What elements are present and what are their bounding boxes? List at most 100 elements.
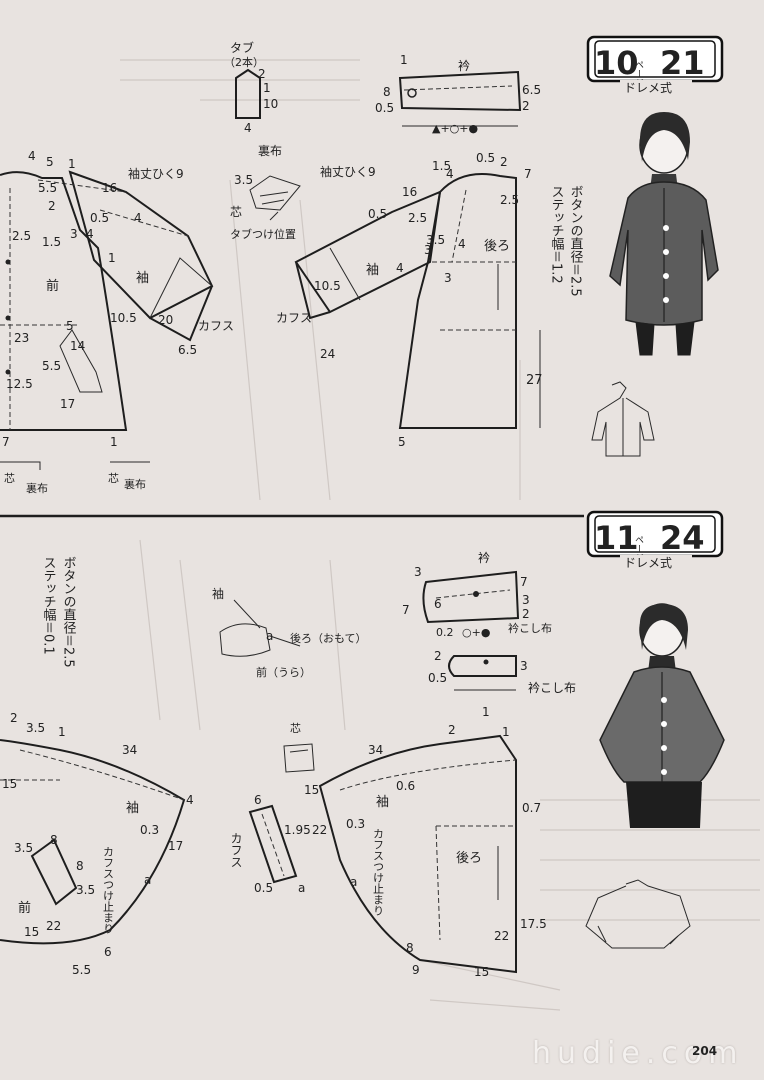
p11-cuff-piece: 6 1.95 0.5 a カフス [229, 793, 311, 895]
svg-text:4: 4 [186, 793, 194, 807]
svg-text:3: 3 [520, 659, 528, 673]
svg-text:6: 6 [104, 945, 112, 959]
svg-text:5: 5 [46, 155, 54, 169]
background-ghost-lines [120, 59, 760, 1011]
svg-text:22: 22 [494, 929, 509, 943]
svg-text:3: 3 [522, 593, 530, 607]
svg-text:4: 4 [458, 237, 466, 251]
page-number: 204 [692, 1044, 718, 1058]
svg-text:0.6: 0.6 [396, 779, 415, 793]
svg-text:6: 6 [254, 793, 262, 807]
svg-text:袖: 袖 [126, 801, 139, 816]
p10-right-back-bodice: 後ろ 1.5 4 0.5 2 7 2.5 2.5 3.5 4 3 3 4 27 … [396, 151, 543, 449]
svg-text:2: 2 [500, 155, 508, 169]
svg-text:2: 2 [522, 607, 530, 621]
svg-text:3.5: 3.5 [76, 883, 95, 897]
svg-text:袖丈ひく9: 袖丈ひく9 [128, 166, 184, 181]
svg-text:1: 1 [108, 251, 116, 265]
watermark: hudie.com [532, 1036, 744, 1071]
svg-text:3: 3 [414, 565, 422, 579]
svg-text:前（うら）: 前（うら） [256, 665, 311, 679]
p10-collar-piece: 衿 1 8 6.5 0.5 2 ▲+○+● [375, 53, 541, 135]
svg-text:3.5: 3.5 [234, 173, 253, 187]
svg-text:袖: 袖 [212, 586, 224, 601]
svg-text:カフス: カフス [198, 319, 234, 333]
svg-text:芯: 芯 [230, 205, 242, 219]
svg-text:15: 15 [304, 783, 319, 797]
svg-text:0.5: 0.5 [375, 101, 394, 115]
svg-text:カフス: カフス [276, 311, 312, 325]
p11-interfacing-detail: 芯 [283, 721, 315, 773]
svg-text:後ろ: 後ろ [456, 851, 482, 866]
p10-button-note: ボタンの直径＝2.5 [568, 185, 584, 297]
pattern-10: 10 ページ 21 ドレメ式 ボタンの直径＝2.5 ステッチ幅＝1.2 [0, 35, 724, 495]
p11-collar-measure: ○+● [462, 626, 490, 639]
svg-text:0.2: 0.2 [436, 626, 454, 639]
svg-text:3: 3 [444, 271, 452, 285]
p11-back-flat [585, 879, 691, 949]
svg-text:17: 17 [60, 397, 75, 411]
svg-text:15: 15 [474, 965, 489, 979]
p11-cuff-detail: 袖 a 後ろ（おもて） 前（うら） [212, 586, 367, 679]
svg-text:2: 2 [10, 711, 18, 725]
svg-text:0.7: 0.7 [522, 801, 541, 815]
p11-right-back: 袖 後ろ カフスつけ止まり 2 1 1 34 15 0.6 22 0.3 0.7… [304, 705, 547, 979]
p10-left-front-bodice: 前 4 5 1 5.5 2 2.5 1.5 3 4 5 14 5.5 17 23… [0, 149, 150, 495]
p10-collar-measure: ▲+○+● [432, 122, 478, 135]
svg-text:5.5: 5.5 [38, 181, 57, 195]
svg-text:9: 9 [412, 963, 420, 977]
svg-text:3: 3 [424, 243, 432, 257]
svg-text:8: 8 [383, 85, 391, 99]
svg-text:15: 15 [24, 925, 39, 939]
svg-text:衿こし布: 衿こし布 [528, 680, 576, 695]
svg-text:（2本）: （2本） [224, 55, 264, 69]
svg-text:袖: 袖 [376, 795, 389, 810]
svg-text:14: 14 [70, 339, 85, 353]
svg-text:10: 10 [263, 97, 278, 111]
svg-text:芯: 芯 [108, 471, 119, 485]
p10-tab-piece: タブ （2本） 1 10 4 2 裏布 [224, 40, 282, 158]
svg-text:カフス: カフス [229, 832, 243, 868]
svg-text:10.5: 10.5 [314, 279, 341, 293]
svg-text:3.5: 3.5 [26, 721, 45, 735]
p10-collar-label: 衿 [458, 58, 470, 73]
badge-10-page-label: ページ [633, 60, 644, 87]
svg-text:0.5: 0.5 [476, 151, 495, 165]
svg-text:4: 4 [28, 149, 36, 163]
svg-text:a: a [298, 881, 305, 895]
svg-text:芯: 芯 [4, 471, 15, 485]
svg-text:4: 4 [134, 211, 142, 225]
svg-text:12.5: 12.5 [6, 377, 33, 391]
svg-text:a: a [350, 875, 357, 889]
svg-text:27: 27 [526, 373, 543, 388]
svg-text:3: 3 [70, 227, 78, 241]
svg-text:前: 前 [18, 900, 31, 916]
svg-text:2: 2 [448, 723, 456, 737]
svg-text:16: 16 [402, 185, 417, 199]
svg-text:1: 1 [110, 435, 118, 449]
svg-text:7: 7 [402, 603, 410, 617]
badge-11: 11 ページ 24 ドレメ式 [586, 510, 724, 570]
badge-10-style: ドレメ式 [624, 81, 672, 95]
badge-10-number: 10 [594, 44, 639, 82]
svg-text:22: 22 [312, 823, 327, 837]
svg-text:0.5: 0.5 [254, 881, 273, 895]
svg-text:1: 1 [263, 81, 271, 95]
badge-11-style: ドレメ式 [624, 556, 672, 570]
badge-11-page-label: ページ [633, 535, 644, 562]
badge-11-number: 11 [594, 519, 639, 557]
svg-text:17: 17 [168, 839, 183, 853]
svg-text:17.5: 17.5 [520, 917, 547, 931]
p11-stitch-note: ステッチ幅＝0.1 [41, 556, 57, 655]
badge-10-page: 21 [660, 44, 705, 82]
svg-text:2: 2 [48, 199, 56, 213]
svg-text:0.3: 0.3 [346, 817, 365, 831]
p10-right-sleeve: 袖丈ひく9 袖 カフス 0.5 16 10.5 24 [276, 164, 442, 361]
svg-text:1.5: 1.5 [42, 235, 61, 249]
svg-text:0.5: 0.5 [428, 671, 447, 685]
svg-text:後ろ（おもて）: 後ろ（おもて） [290, 631, 367, 645]
svg-text:24: 24 [320, 347, 335, 361]
svg-text:10.5: 10.5 [110, 311, 137, 325]
svg-text:7: 7 [2, 435, 10, 449]
